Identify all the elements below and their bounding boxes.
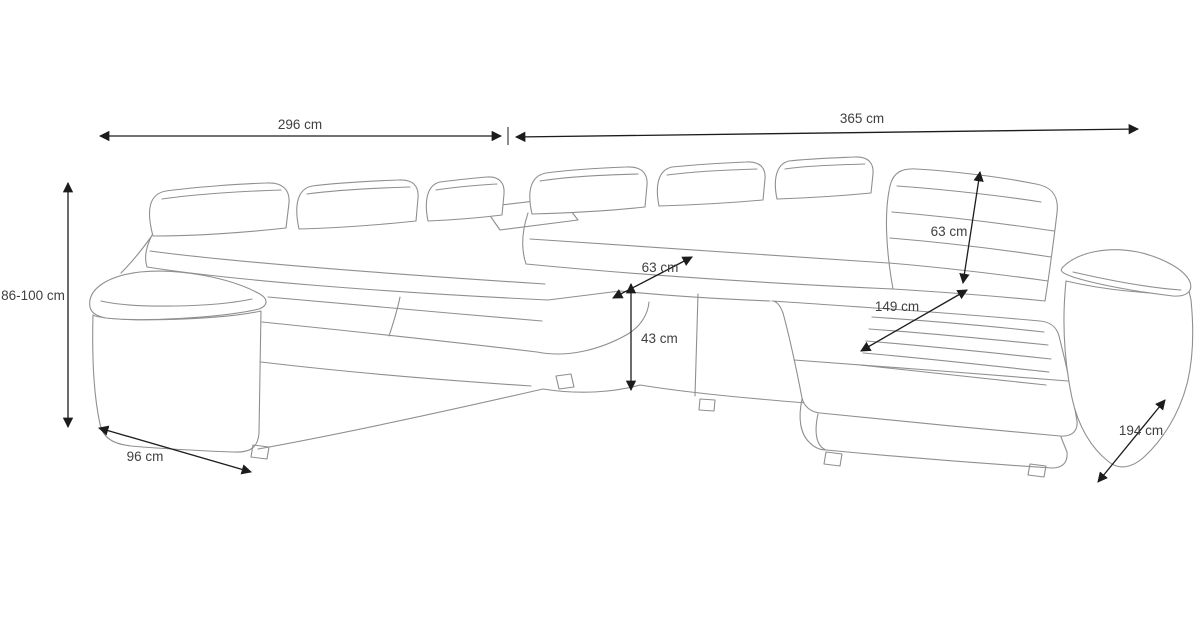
sofa-outline-drawing — [89, 156, 1194, 478]
dimension-back-width-left: 296 cm — [98, 117, 503, 142]
dimension-height: 86-100 cm — [1, 181, 74, 429]
dimension-label: 63 cm — [642, 260, 679, 275]
dimension-line — [1097, 399, 1166, 483]
dimension-line — [959, 170, 984, 285]
dimension-line — [514, 123, 1140, 143]
left-seat — [257, 296, 807, 450]
dimension-backrest-height: 63 cm — [931, 170, 984, 285]
dimension-label: 43 cm — [641, 331, 678, 346]
dimension-back-width-right: 365 cm — [514, 111, 1140, 143]
dimension-arm-side-depth: 96 cm — [98, 425, 252, 475]
dimension-seat-depth: 63 cm — [612, 256, 693, 299]
dimension-annotations: 296 cm 365 cm 86-100 cm 96 cm 63 cm — [1, 111, 1166, 483]
dimension-line — [98, 425, 252, 475]
dimension-label: 365 cm — [840, 111, 884, 126]
chaise-backrest — [885, 168, 1058, 302]
left-backrest — [120, 176, 549, 301]
right-backrest — [522, 156, 894, 290]
dimension-seat-height: 43 cm — [625, 282, 678, 392]
dimension-label: 63 cm — [931, 224, 968, 239]
dimension-chaise-length: 149 cm — [860, 289, 968, 352]
dimension-label: 86-100 cm — [1, 288, 65, 303]
dimension-label: 296 cm — [278, 117, 322, 132]
dimension-line — [860, 289, 968, 352]
dimension-label: 194 cm — [1119, 423, 1163, 438]
left-armrest — [89, 270, 267, 453]
chaise-seat — [771, 300, 1078, 469]
dimension-label: 96 cm — [127, 449, 164, 464]
dimension-label: 149 cm — [875, 299, 919, 314]
dimension-right-side-depth: 194 cm — [1097, 399, 1166, 483]
